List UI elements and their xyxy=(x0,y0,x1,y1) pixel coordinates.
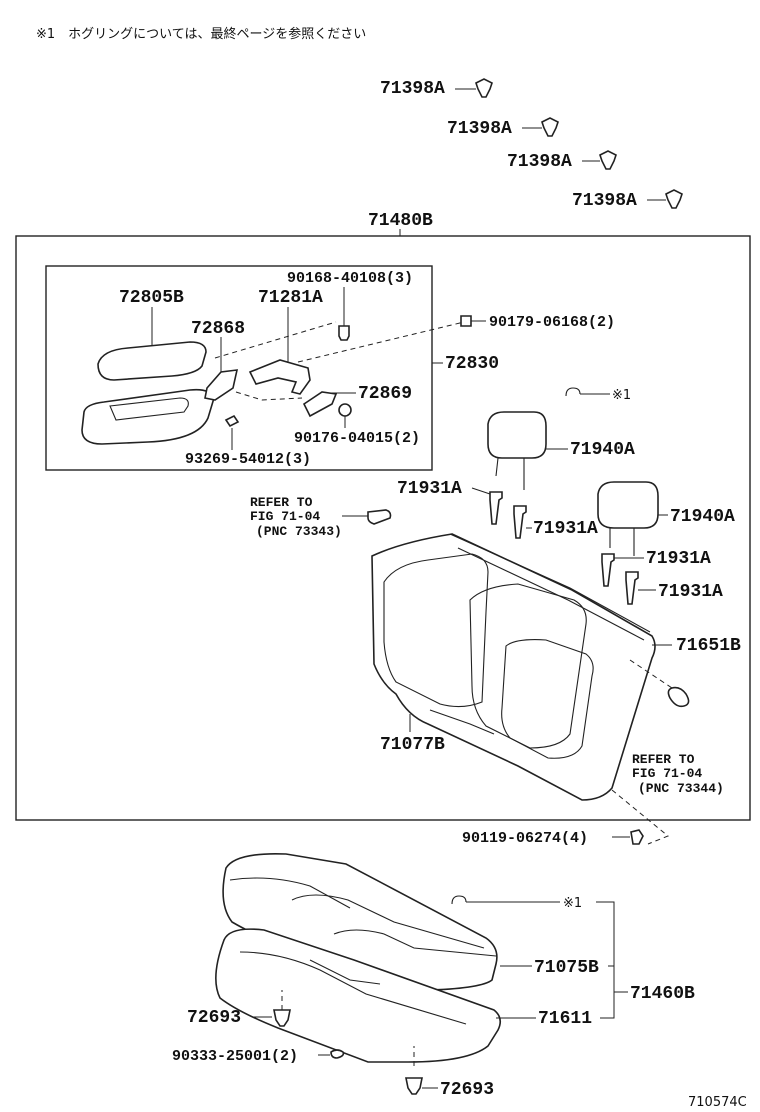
armrest-body[interactable] xyxy=(81,388,215,445)
label-72868[interactable]: 72868 xyxy=(191,319,245,339)
hinge-71281a[interactable] xyxy=(248,359,311,395)
label-72693-1[interactable]: 72693 xyxy=(187,1008,241,1028)
label-71940a-2[interactable]: 71940A xyxy=(670,507,735,527)
clip-72693-1[interactable] xyxy=(273,1009,291,1027)
clip-71398a-group: 71398A 71398A 71398A 71398A xyxy=(380,78,683,211)
label-72869[interactable]: 72869 xyxy=(358,384,412,404)
armrest-assembly-frame xyxy=(45,265,433,471)
seat-cushion-assembly[interactable] xyxy=(215,852,502,1063)
clip-71398a-3[interactable] xyxy=(599,150,617,170)
headrest-71940a-1[interactable] xyxy=(487,411,547,459)
cushion-seam-2 xyxy=(291,894,485,949)
assembly-line-1 xyxy=(214,321,337,359)
headrest-71940a-2[interactable] xyxy=(597,481,659,529)
seatbelt-cover-73343[interactable] xyxy=(367,509,392,525)
label-71075b[interactable]: 71075B xyxy=(534,958,599,978)
seatback-bottom-tab xyxy=(429,709,495,735)
cushion-pad-71611[interactable] xyxy=(215,928,502,1063)
seatback-assembly-frame xyxy=(15,235,751,821)
seatback-center-panel xyxy=(469,583,587,749)
cushion-seam-3 xyxy=(333,929,497,957)
headrest-stay-1a xyxy=(495,457,499,477)
refer2-line1: REFER TO xyxy=(632,752,695,767)
label-71940a-1[interactable]: 71940A xyxy=(570,440,635,460)
seatback-top-edge-2 xyxy=(457,547,645,641)
clip-71398a-2[interactable] xyxy=(541,117,559,137)
refer2-line2[interactable]: FIG 71-04 xyxy=(632,766,702,781)
support-71931a-3[interactable] xyxy=(601,553,615,587)
cushion-cover-71075b[interactable] xyxy=(222,852,498,993)
label-90176[interactable]: 90176-04015(2) xyxy=(294,430,420,447)
cushion-pad-seam xyxy=(239,951,467,1025)
armrest-cover-72805b[interactable] xyxy=(97,341,207,381)
clip-71398a-1[interactable] xyxy=(475,78,493,98)
label-71931a-1[interactable]: 71931A xyxy=(397,479,462,499)
label-71077b[interactable]: 71077B xyxy=(380,735,445,755)
label-71651b[interactable]: 71651B xyxy=(676,636,741,656)
support-71931a-4[interactable] xyxy=(625,571,639,605)
assembly-line-71651b xyxy=(629,659,679,693)
armrest-tray xyxy=(109,397,189,421)
refer1-line3: (PNC 73343) xyxy=(256,524,342,539)
refer1-line1: REFER TO xyxy=(250,495,313,510)
figure-code: 710574C xyxy=(688,1095,747,1110)
label-71398a-3[interactable]: 71398A xyxy=(507,152,572,172)
screw-93269[interactable] xyxy=(224,414,240,428)
support-71931a-2[interactable] xyxy=(513,505,527,539)
assembly-line-2 xyxy=(235,391,303,401)
bracket-72869[interactable] xyxy=(302,391,338,418)
label-71931a-4[interactable]: 71931A xyxy=(658,582,723,602)
nut-90176[interactable] xyxy=(338,403,352,417)
label-71931a-2[interactable]: 71931A xyxy=(533,519,598,539)
hog-ring-note: ※1 ホグリングについては、最終ページを参照ください xyxy=(36,26,366,42)
leader-71931a-1 xyxy=(471,487,491,495)
assembly-line-90119 xyxy=(611,789,669,845)
hog-ring-icon-1 xyxy=(565,387,581,397)
label-71398a-1[interactable]: 71398A xyxy=(380,79,445,99)
label-71480b[interactable]: 71480B xyxy=(368,211,433,231)
refer1-line2[interactable]: FIG 71-04 xyxy=(250,509,320,524)
label-72830[interactable]: 72830 xyxy=(445,354,499,374)
label-71398a-4[interactable]: 71398A xyxy=(572,191,637,211)
bolt-90119[interactable] xyxy=(630,829,644,845)
seatbelt-cover-73344[interactable] xyxy=(667,686,690,708)
label-71460b[interactable]: 71460B xyxy=(630,984,695,1004)
seatback-top-edge xyxy=(449,533,651,633)
label-72805b[interactable]: 72805B xyxy=(119,288,184,308)
bolt-90168[interactable] xyxy=(338,325,350,341)
label-71398a-2[interactable]: 71398A xyxy=(447,119,512,139)
label-93269[interactable]: 93269-54012(3) xyxy=(185,451,311,468)
bracket-71460b xyxy=(596,901,628,1019)
label-72693-2[interactable]: 72693 xyxy=(440,1080,494,1100)
label-71281a[interactable]: 71281A xyxy=(258,288,323,308)
cushion-pad-seam-2 xyxy=(309,959,381,985)
label-71611[interactable]: 71611 xyxy=(538,1009,592,1029)
label-note1-b: ※1 xyxy=(563,896,582,911)
clip-71398a-4[interactable] xyxy=(665,189,683,209)
clip-72693-2[interactable] xyxy=(405,1077,423,1095)
bracket-72868[interactable] xyxy=(204,369,239,401)
label-note1-a: ※1 xyxy=(612,388,631,403)
seatback-71077b[interactable] xyxy=(371,533,656,801)
support-71931a-1[interactable] xyxy=(489,491,503,525)
label-71931a-3[interactable]: 71931A xyxy=(646,549,711,569)
refer2-line3: (PNC 73344) xyxy=(638,781,724,796)
label-90179[interactable]: 90179-06168(2) xyxy=(489,314,615,331)
assembly-line-3 xyxy=(297,321,465,363)
label-90333[interactable]: 90333-25001(2) xyxy=(172,1048,298,1065)
grommet-90333[interactable] xyxy=(330,1049,345,1059)
seatback-left-panel xyxy=(383,553,489,708)
cushion-seam-1 xyxy=(229,877,351,909)
clip-90179[interactable] xyxy=(460,315,472,327)
seatback-right-panel xyxy=(501,639,594,759)
hog-ring-icon-2 xyxy=(451,895,467,905)
label-90168[interactable]: 90168-40108(3) xyxy=(287,270,413,287)
label-90119[interactable]: 90119-06274(4) xyxy=(462,830,588,847)
